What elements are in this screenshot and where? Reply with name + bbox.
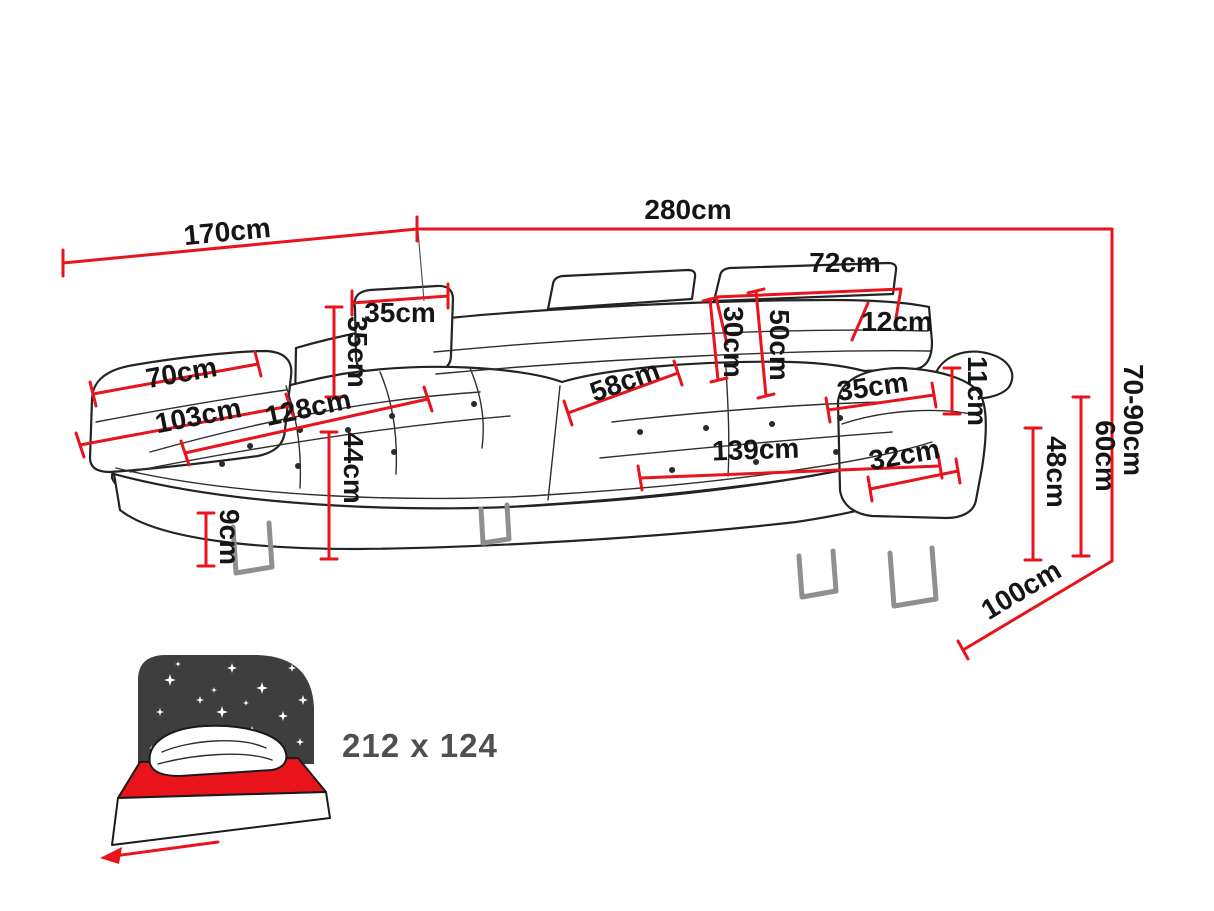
dim-line-35-pillow-w xyxy=(350,282,450,317)
dim-line-280 xyxy=(415,215,1114,243)
dim-line-48 xyxy=(1023,426,1043,562)
armrest-right xyxy=(836,366,987,520)
dim-label-48: 48cm xyxy=(1041,436,1072,508)
dim-label-35-pillow-h: 35cm xyxy=(342,316,373,388)
dim-line-100 xyxy=(956,559,1114,661)
tufting-seams xyxy=(95,329,981,501)
dim-label-60: 60cm xyxy=(1090,420,1121,492)
star-icons xyxy=(149,661,308,751)
dim-line-9 xyxy=(196,511,216,568)
dim-line-103 xyxy=(74,392,296,459)
dim-label-44: 44cm xyxy=(338,432,369,504)
dim-line-72 xyxy=(714,287,903,346)
dim-line-35-armrest xyxy=(824,381,938,424)
bed-pullout-arrow-head xyxy=(100,847,122,864)
dim-label-11: 11cm xyxy=(962,356,993,426)
dim-label-50: 50cm xyxy=(764,309,795,381)
dim-label-280: 280cm xyxy=(644,194,731,225)
sofa-legs xyxy=(230,502,939,609)
dim-label-72: 72cm xyxy=(809,247,881,278)
dim-line-35-pillow-h xyxy=(324,305,344,399)
dim-line-12 xyxy=(850,301,870,342)
bed-base xyxy=(111,791,331,846)
dim-line-32 xyxy=(866,457,962,503)
dim-label-30: 30cm xyxy=(718,306,749,378)
dim-label-12: 12cm xyxy=(861,306,933,337)
bed-pullout-arrow-line xyxy=(112,840,220,858)
dim-label-35-pillow-w: 35cm xyxy=(364,297,436,328)
dim-line-50 xyxy=(746,287,776,400)
dim-line-30 xyxy=(701,295,729,384)
bed-duvet-folds xyxy=(157,740,273,765)
dim-label-70-90: 70-90cm xyxy=(1118,364,1149,476)
dim-label-139: 139cm xyxy=(712,432,800,466)
corner-guide-line xyxy=(417,230,425,302)
dim-line-44 xyxy=(319,430,339,561)
dim-line-128 xyxy=(179,385,434,467)
dim-line-170 xyxy=(61,227,419,278)
sleeping-area-label: 212 x 124 xyxy=(342,727,498,764)
tufting-buttons xyxy=(219,401,844,473)
dim-line-70 xyxy=(88,350,263,408)
dim-line-58 xyxy=(562,359,684,427)
dim-label-9: 9cm xyxy=(214,509,245,565)
dim-line-11 xyxy=(942,366,962,416)
dim-line-60 xyxy=(1071,395,1091,558)
bed-duvet xyxy=(148,724,288,777)
headrest-flap-left xyxy=(546,268,697,311)
